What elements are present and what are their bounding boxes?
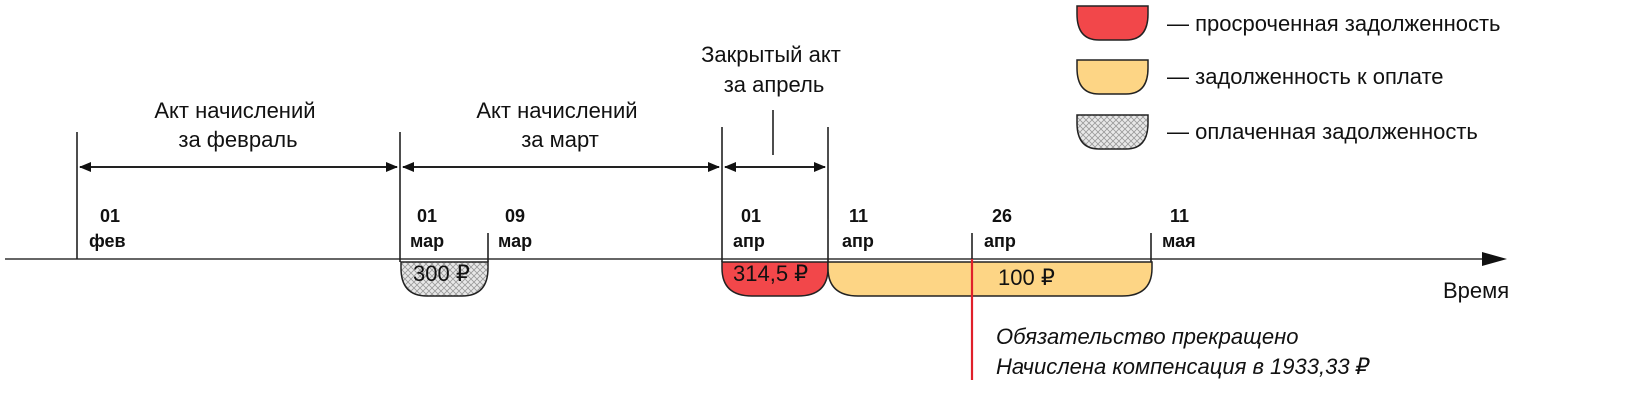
date-label-apr26: 26 апр — [984, 206, 1017, 251]
date-label-apr01: 01 апр — [733, 206, 766, 251]
legend: — просроченная задолженность — задолженн… — [1076, 5, 1501, 150]
amount-paid: 300 ₽ — [413, 261, 470, 286]
period-label-april: Закрытый акт за апрель — [701, 42, 847, 97]
amount-overdue: 314,5 ₽ — [733, 261, 808, 286]
amount-payable: 100 ₽ — [998, 265, 1055, 290]
date-label-may11: 11 мая — [1162, 206, 1196, 251]
period-label-february: Акт начислений за февраль — [154, 98, 321, 152]
date-label-feb01: 01 фев — [89, 206, 126, 251]
payable-debt-segment — [827, 261, 1153, 297]
date-label-mar09: 09 мар — [498, 206, 532, 251]
time-axis-label: Время — [1443, 278, 1509, 303]
period-label-march: Акт начислений за март — [476, 98, 643, 152]
legend-swatch-paid — [1076, 114, 1149, 150]
legend-label-overdue: — просроченная задолженность — [1167, 11, 1501, 36]
legend-swatch-overdue — [1076, 5, 1149, 41]
paid-debt-segment — [400, 261, 489, 297]
date-label-apr11: 11 апр — [842, 206, 874, 251]
legend-swatch-payable — [1076, 59, 1149, 95]
obligation-note: Обязательство прекращено Начислена компе… — [996, 324, 1371, 379]
overdue-debt-segment — [721, 261, 829, 297]
legend-label-payable: — задолженность к оплате — [1167, 64, 1444, 89]
date-label-mar01: 01 мар — [410, 206, 444, 251]
legend-label-paid: — оплаченная задолженность — [1167, 119, 1478, 144]
time-axis-arrowhead — [1482, 252, 1507, 266]
